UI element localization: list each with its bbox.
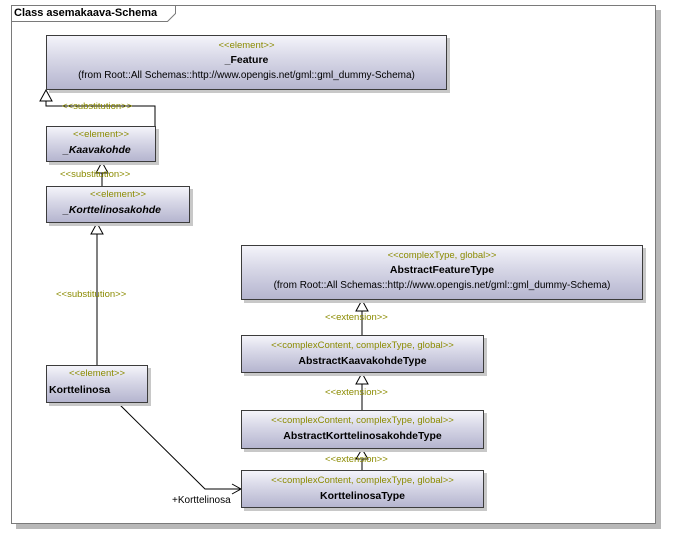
association-korttelinosa [117,402,241,490]
extension-label: <<extension>> [325,387,388,398]
class-abstract-korttelinosakohde-type[interactable]: <<complexContent, complexType, global>> … [241,410,484,449]
extension-label: <<extension>> [325,454,388,465]
stereotype: <<element>> [218,40,275,51]
stereotype: <<complexContent, complexType, global>> [271,475,454,486]
frame-tab-shape [11,5,176,22]
class-korttelinosakohde[interactable]: <<element>> _Korttelinosakohde [46,186,190,223]
class-abstract-kaavakohde-type[interactable]: <<complexContent, complexType, global>> … [241,335,484,373]
arrowhead-abstractkaavakohdetype [355,371,369,385]
class-feature[interactable]: <<element>> _Feature (from Root::All Sch… [46,35,447,90]
association-role-label: +Korttelinosa [172,495,231,506]
substitution-kaavakohde-feature [45,101,156,126]
namespace-from: (from Root::All Schemas::http://www.open… [78,70,415,81]
arrowhead-kaavakohde [95,160,109,174]
arrowhead-korttelinosakohde [90,221,104,235]
class-korttelinosa[interactable]: <<element>> Korttelinosa [46,365,148,403]
substitution-label: <<substitution>> [62,101,133,112]
arrowhead-abstractfeaturetype [355,298,369,312]
class-name: AbstractKorttelinosakohdeType [283,430,442,442]
stereotype: <<complexContent, complexType, global>> [271,340,454,351]
class-korttelinosa-type[interactable]: <<complexContent, complexType, global>> … [241,470,484,508]
class-abstract-feature-type[interactable]: <<complexType, global>> AbstractFeatureT… [241,245,643,300]
arrowhead-abstractkorttelinosakohdetype [355,448,369,460]
namespace-from: (from Root::All Schemas::http://www.open… [273,280,611,291]
substitution-label: <<substitution>> [60,169,131,180]
class-name: _Kaavakohde [63,144,131,156]
class-name: _Feature [224,54,269,66]
stereotype: <<element>> [69,368,125,379]
class-name: KorttelinosaType [320,490,405,502]
stereotype: <<complexType, global>> [387,250,497,261]
arrowhead-feature [39,88,53,102]
class-name: _Korttelinosakohde [63,204,162,216]
class-kaavakohde[interactable]: <<element>> _Kaavakohde [46,126,156,162]
stereotype: <<element>> [73,129,129,140]
stereotype: <<complexContent, complexType, global>> [271,415,454,426]
substitution-label: <<substitution>> [56,289,127,300]
stereotype: <<element>> [90,189,146,200]
frame-title: Class asemakaava-Schema [14,7,158,19]
extension-label: <<extension>> [325,312,388,323]
class-name: AbstractFeatureType [389,264,495,276]
class-name: AbstractKaavakohdeType [298,355,427,367]
class-name: Korttelinosa [49,384,111,396]
